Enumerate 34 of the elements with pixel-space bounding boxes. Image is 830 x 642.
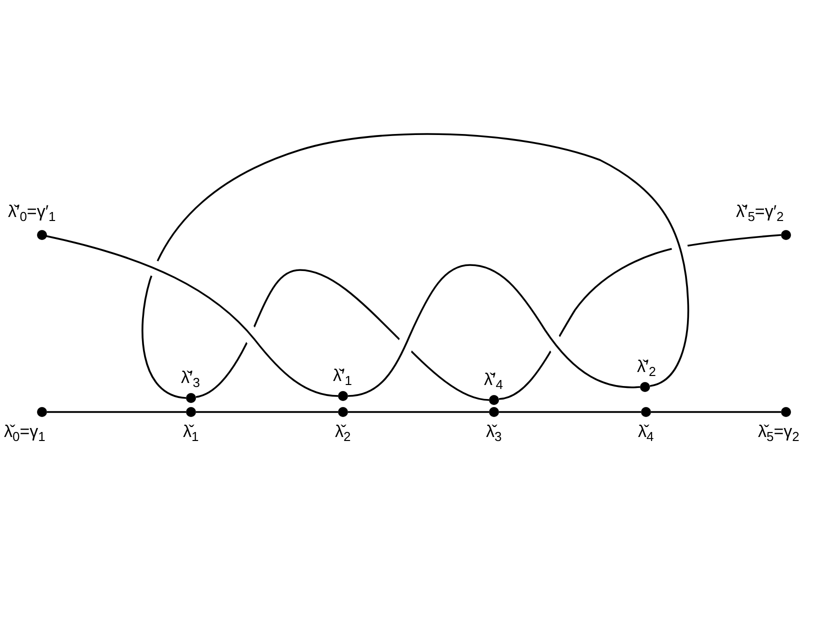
point-dot [640, 382, 650, 392]
point-dot [781, 230, 791, 240]
point-dot [489, 395, 499, 405]
point-label: λ̌′$_{1}$ [333, 366, 352, 386]
curve-strand [348, 264, 640, 397]
point-label: λ̌′$_{3}$ [181, 368, 200, 388]
line-segment [499, 411, 641, 413]
point-label: λ̌′$_{0}$=γ′$_{1}$ [8, 202, 56, 222]
curve-strand [142, 133, 690, 399]
point-label: λ̌′$_{2}$ [637, 357, 656, 377]
curve-strand [498, 234, 782, 400]
point-dot [37, 407, 47, 417]
curve-strand [196, 269, 490, 401]
point-label: λ̌$_{5}$=γ$_{2}$ [758, 422, 800, 442]
point-label: λ̌$_{1}$ [183, 422, 199, 442]
point-dot [186, 407, 196, 417]
curve-strand [46, 235, 338, 397]
point-dot [338, 391, 348, 401]
point-label: λ̌$_{4}$ [638, 422, 654, 442]
point-label: λ̌′$_{4}$ [484, 370, 503, 390]
point-label: λ̌$_{2}$ [335, 422, 351, 442]
point-dot [186, 393, 196, 403]
point-dot [781, 407, 791, 417]
point-dot [641, 407, 651, 417]
point-label: λ̌′$_{5}$=γ′$_{2}$ [736, 202, 784, 222]
line-segment [348, 411, 489, 413]
point-label: λ̌$_{3}$ [486, 422, 502, 442]
line-segment [196, 411, 338, 413]
point-dot [37, 230, 47, 240]
line-segment [651, 411, 781, 413]
point-dot [489, 407, 499, 417]
point-label: λ̌$_{0}$=γ$_{1}$ [4, 422, 46, 442]
point-dot [338, 407, 348, 417]
line-segment [47, 411, 186, 413]
